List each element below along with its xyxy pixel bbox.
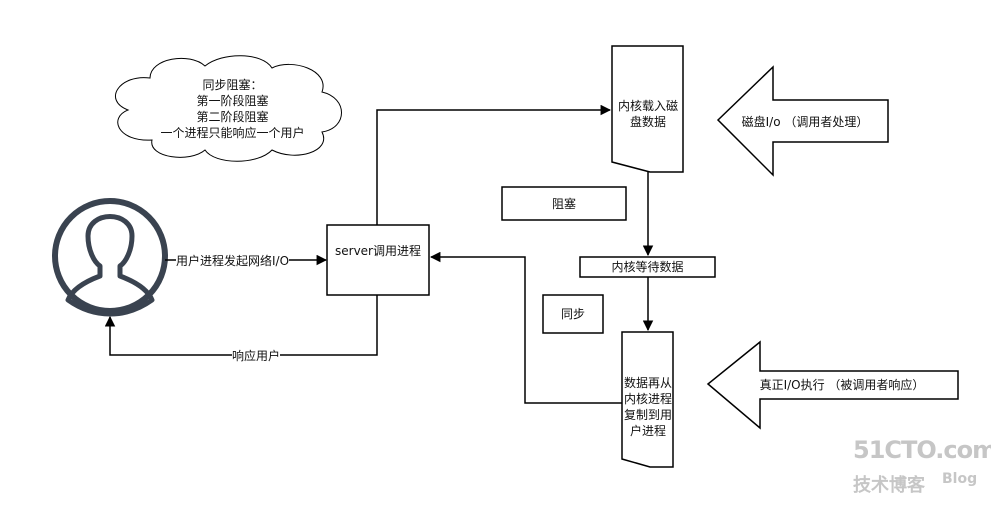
cloud-label-line-2: 第一阶段阻塞 (196, 94, 269, 108)
kernel-load-document (611, 45, 684, 173)
cloud-shape (115, 55, 342, 162)
blocking-note-box (501, 186, 627, 221)
disk-io-label: 磁盘I/o （调用者处理） (741, 115, 869, 129)
cloud-label-line-1: 同步阻塞： (202, 78, 263, 92)
copy-data-label: 数据再从内核进程复制到用户进程 (624, 376, 673, 438)
sync-note-box (542, 294, 604, 334)
kernel-load-label: 内核载入磁盘数据 (617, 99, 678, 129)
kernel-wait-label: 内核等待数据 (611, 260, 684, 274)
user-avatar-icon (52, 198, 168, 317)
sync-note-label: 同步 (560, 307, 585, 321)
real-io-block-arrow (706, 340, 959, 430)
user-to-server-label: 用户进程发起网络I/O (176, 253, 290, 269)
real-io-label: 真正I/O执行 （被调用者响应） (759, 378, 925, 392)
cloud-label-line-4: 一个进程只能响应一个用户 (160, 126, 305, 140)
server-process-box (326, 224, 430, 296)
watermark-blog: Blog (942, 471, 978, 487)
server-to-kernel-connector (376, 104, 612, 225)
copy-to-server-connector (429, 251, 622, 404)
server-to-user-label: 响应用户 (232, 348, 281, 364)
copy-data-document (621, 331, 674, 468)
watermark-sub: 技术博客 (853, 475, 925, 496)
cloud-label-line-3: 第二阶段阻塞 (196, 110, 269, 124)
server-process-label: server调用进程 (335, 244, 421, 258)
watermark-brand: 51CTO.com (853, 436, 991, 464)
blocking-note-label: 阻塞 (551, 197, 576, 211)
disk-io-block-arrow (716, 65, 889, 177)
